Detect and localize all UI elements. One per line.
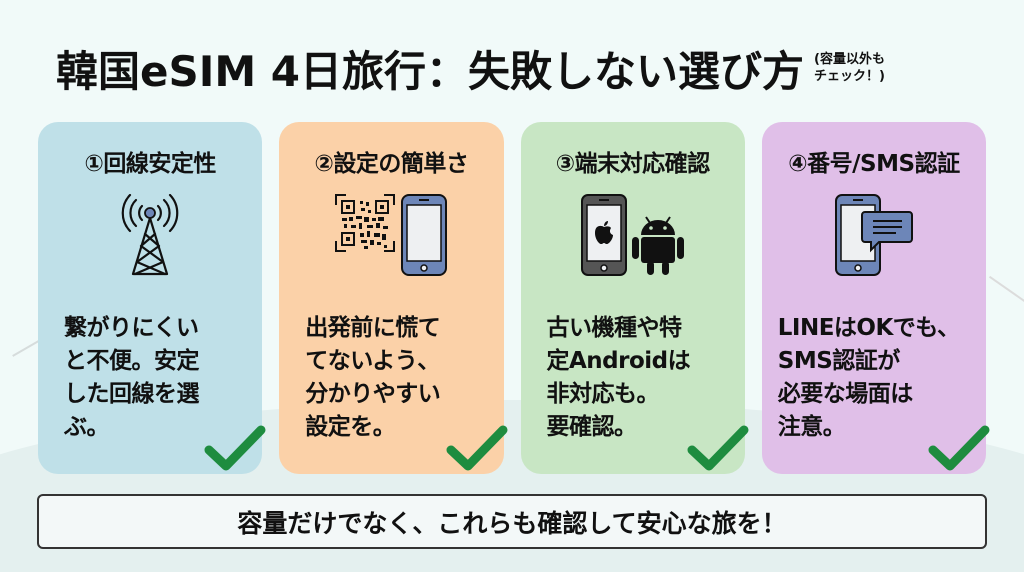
card-title: ③端末対応確認 [555, 151, 710, 177]
footer-banner: 容量だけでなく、これらも確認して安心な旅を！ [37, 494, 987, 549]
cell-tower-icon [38, 190, 262, 280]
card-line-stability: ①回線安定性 繋がりにくい と不便。安定 した回線を選 ぶ。 [38, 122, 266, 474]
card-device-compatibility: ③端末対応確認 [520, 122, 749, 474]
card-sms-verification: ④番号/SMS認証 LINEはOKでも、 SMS認証が 必要な場面は 注意。 [761, 122, 990, 474]
page-subtitle: (容量以外も チェック！) [814, 52, 885, 84]
card-title: ④番号/SMS認証 [788, 151, 960, 177]
iphone-android-icon [521, 190, 745, 280]
checklist-cards: ①回線安定性 繋がりにくい と不便。安定 した回線を選 ぶ。 [38, 122, 990, 474]
background-decoration [988, 275, 1024, 307]
card-title: ②設定の簡単さ [314, 151, 469, 177]
card-description: 古い機種や特 定Androidは 非対応も。 要確認。 [546, 315, 691, 440]
card-easy-setup: ②設定の簡単さ [279, 122, 507, 474]
card-description: 出発前に慌て てないよう、 分かりやすい 設定を。 [305, 315, 441, 440]
card-title: ①回線安定性 [84, 151, 216, 177]
page-title: 韓国eSIM 4日旅行：失敗しない選び方 [56, 46, 805, 96]
phone-message-icon [762, 190, 986, 280]
card-description: 繋がりにくい と不便。安定 した回線を選 ぶ。 [64, 315, 200, 440]
header: 韓国eSIM 4日旅行：失敗しない選び方 (容量以外も チェック！) [56, 36, 1004, 100]
qr-code-phone-icon [279, 190, 503, 280]
card-description: LINEはOKでも、 SMS認証が 必要な場面は 注意。 [777, 315, 960, 440]
checkmark-icon [446, 425, 507, 471]
checkmark-icon [928, 425, 990, 471]
checkmark-icon [687, 425, 749, 471]
checkmark-icon [204, 425, 266, 471]
footer-text: 容量だけでなく、これらも確認して安心な旅を！ [237, 508, 787, 538]
